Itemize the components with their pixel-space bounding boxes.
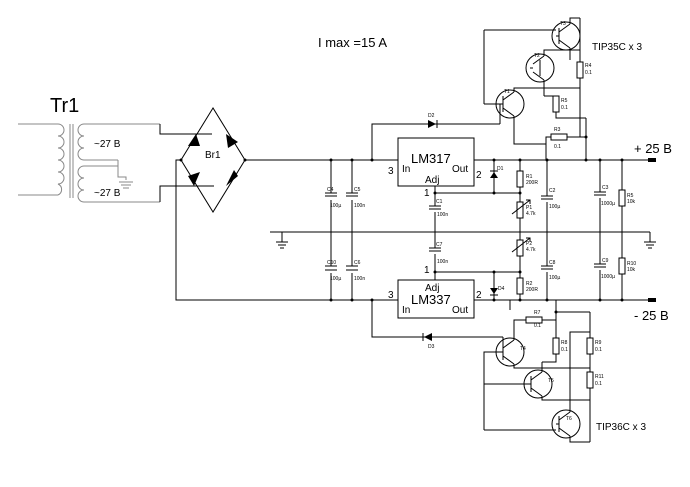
negative-emitter-resistors: R7 0.1 R8 0.1 R9 0.1 R11 0.1: [509, 300, 604, 442]
lm317-pin-in: 3: [388, 166, 394, 177]
c10-label: C10: [327, 260, 336, 266]
r3-label: R3: [554, 127, 561, 133]
c9-label: C9: [602, 258, 609, 264]
p1-value: 4.7k: [526, 211, 536, 217]
c8-label: C8: [549, 260, 556, 266]
lm337-pin-out: 2: [476, 290, 482, 301]
positive-transistors-label: TIP35C x 3: [592, 42, 642, 53]
r1-value: 200R: [526, 180, 538, 186]
positive-pass-transistors: T1 T2 T3 TIP35C x 3: [483, 17, 642, 145]
r9-label: R9: [595, 340, 602, 346]
lm337-in: In: [402, 305, 410, 316]
c6-label: C6: [354, 260, 361, 266]
p2-label: P2: [526, 241, 532, 247]
t6-label: T6: [566, 416, 572, 422]
t4-label: T4: [520, 346, 526, 352]
r5e-value: 0.1: [561, 105, 568, 111]
c1-value: 100n: [437, 212, 448, 218]
p2-value: 4.7k: [526, 247, 536, 253]
c7-label: C7: [436, 242, 443, 248]
t2-label: T2: [534, 53, 540, 59]
c5-value: 100n: [354, 203, 365, 209]
adj-capacitors: C1 100n C7 100n: [429, 191, 448, 274]
r4-value: 0.1: [585, 70, 592, 76]
input-capacitors: C4 100µ C5 100n C10 100µ C6 100n: [325, 158, 365, 302]
lm337-name: LM337: [411, 292, 451, 307]
r9-value: 0.1: [595, 347, 602, 353]
protection-diodes: D1 D4: [490, 158, 505, 302]
r8-label: R8: [561, 340, 568, 346]
transformer-winding-upper: ~27 B: [94, 139, 121, 150]
c2-label: C2: [549, 188, 556, 194]
output-capacitors-large: C3 1000µ C9 1000µ R5 10k R10 10k: [594, 158, 636, 302]
r2-value: 200R: [526, 287, 538, 293]
r5-value: 10k: [627, 199, 636, 205]
lm337-adj: Adj: [425, 283, 439, 294]
transformer-tr1: Tr1 ~27 B ~27 B: [18, 95, 160, 203]
r11-label: R11: [595, 374, 604, 380]
c9-value: 1000µ: [601, 274, 615, 280]
bridge-label: Br1: [205, 150, 221, 161]
c4-value: 100µ: [330, 203, 341, 209]
r7-label: R7: [534, 310, 541, 316]
transformer-winding-lower: ~27 B: [94, 188, 121, 199]
r1-label: R1: [526, 174, 533, 180]
r2-label: R2: [526, 281, 533, 287]
lm317-pin-adj: 1: [424, 188, 430, 199]
lm317-name: LM317: [411, 151, 451, 166]
r5e-label: R5: [561, 98, 568, 104]
lm317-pin-out: 2: [476, 170, 482, 181]
d1-label: D1: [497, 166, 504, 172]
t5-label: T5: [548, 378, 554, 384]
transformer-label: Tr1: [50, 95, 79, 117]
d3-label: D3: [428, 344, 435, 350]
c1-label: C1: [436, 199, 443, 205]
positive-emitter-resistors: R3 0.1 R4 0.1 R5 0.1: [544, 60, 592, 162]
lm337-pin-in: 3: [388, 290, 394, 301]
p1-label: P1: [526, 205, 532, 211]
r5-label: R5: [627, 193, 634, 199]
output-capacitors-small: C2 100µ C8 100µ: [541, 158, 560, 302]
t1-label: T1: [504, 89, 510, 95]
c10-value: 100µ: [330, 276, 341, 282]
r3-value: 0.1: [554, 144, 561, 150]
lm337-out: Out: [452, 305, 468, 316]
d2-label: D2: [428, 113, 435, 119]
bypass-diodes: D2 D3: [370, 113, 503, 350]
c3-value: 1000µ: [601, 201, 615, 207]
r4-label: R4: [585, 63, 592, 69]
negative-pass-transistors: T4 T5 T6 TIP36C x 3: [483, 319, 646, 443]
lm337-pin-adj: 1: [424, 265, 430, 276]
title-label: I max =15 A: [318, 35, 387, 50]
c3-label: C3: [602, 185, 609, 191]
negative-transistors-label: TIP36C x 3: [596, 422, 646, 433]
lm317-adj: Adj: [425, 175, 439, 186]
r11-value: 0.1: [595, 381, 602, 387]
r10-value: 10k: [627, 267, 636, 273]
c5-label: C5: [354, 187, 361, 193]
c7-value: 100n: [437, 259, 448, 265]
c6-value: 100n: [354, 276, 365, 282]
output-positive-label: + 25 B: [634, 141, 672, 156]
feedback-network: R1 200R P1 4.7k P2 4.7k R2 200R: [511, 158, 538, 302]
c8-value: 100µ: [549, 275, 560, 281]
regulator-lm337: LM337 In Out Adj 3 2 1: [388, 265, 520, 319]
r10-label: R10: [627, 261, 636, 267]
t3-label: T3: [560, 21, 566, 27]
regulator-lm317: LM317 In Out Adj 3 2 1: [388, 137, 600, 199]
d4-label: D4: [498, 286, 505, 292]
output-negative-label: - 25 B: [634, 308, 669, 323]
lm317-in: In: [402, 164, 410, 175]
r8-value: 0.1: [561, 347, 568, 353]
r7-value: 0.1: [534, 323, 541, 329]
c4-label: C4: [327, 187, 334, 193]
c2-value: 100µ: [549, 204, 560, 210]
lm317-out: Out: [452, 164, 468, 175]
